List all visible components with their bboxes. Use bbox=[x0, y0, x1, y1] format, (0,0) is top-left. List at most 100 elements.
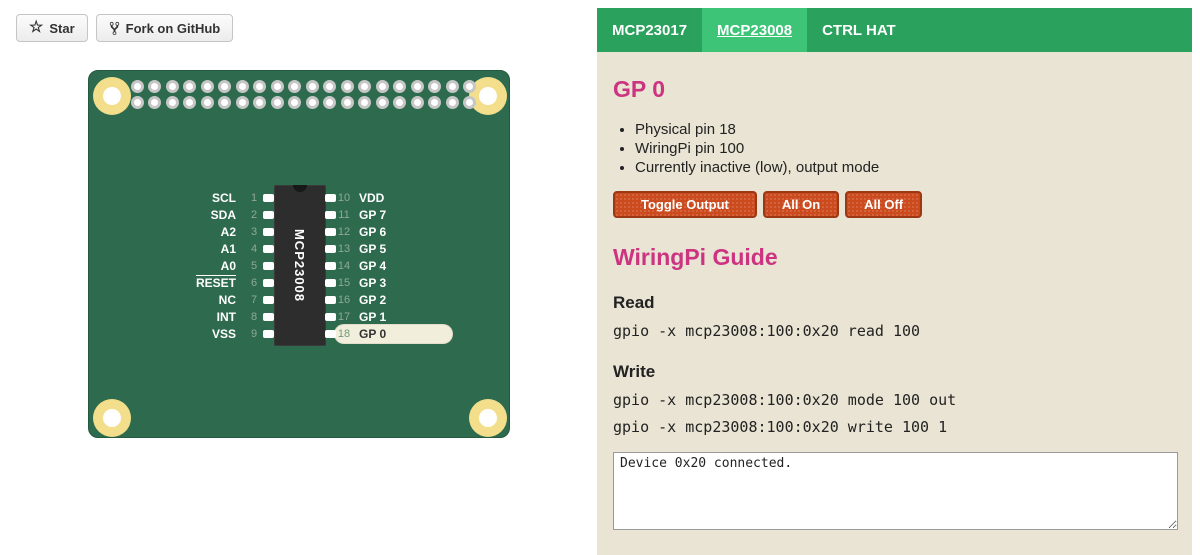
tab-bar: MCP23017 MCP23008 CTRL HAT bbox=[597, 8, 1192, 52]
pin-number-18: 18 bbox=[337, 328, 351, 340]
pin-number-17: 17 bbox=[337, 311, 351, 323]
pin-label-gp7[interactable]: GP 7 bbox=[359, 208, 387, 222]
read-heading: Read bbox=[613, 293, 655, 312]
github-widget: ☆ Star Fork on GitHub bbox=[16, 14, 234, 42]
header-hole bbox=[375, 95, 389, 109]
header-hole bbox=[270, 79, 284, 93]
pin-info-item: Physical pin 18 bbox=[635, 121, 1176, 139]
pin-stub-14 bbox=[325, 262, 336, 270]
header-hole bbox=[358, 95, 371, 109]
pin-number-8: 8 bbox=[250, 311, 258, 323]
pin-info-list: Physical pin 18WiringPi pin 100Currently… bbox=[613, 121, 1176, 177]
mcp23008-chip: MCP23008 bbox=[274, 185, 326, 346]
header-hole bbox=[148, 79, 161, 93]
star-button[interactable]: ☆ Star bbox=[16, 14, 88, 42]
tab-mcp23008[interactable]: MCP23008 bbox=[702, 8, 808, 52]
header-hole bbox=[253, 95, 266, 109]
read-commands: gpio -x mcp23008:100:0x20 read 100 bbox=[613, 322, 1176, 340]
read-command: gpio -x mcp23008:100:0x20 read 100 bbox=[613, 322, 921, 340]
header-hole bbox=[393, 79, 406, 93]
console-output[interactable]: Device 0x20 connected. bbox=[613, 452, 1178, 530]
header-hole bbox=[410, 95, 424, 109]
header-hole bbox=[463, 79, 476, 93]
fork-button[interactable]: Fork on GitHub bbox=[95, 14, 234, 42]
header-hole bbox=[428, 95, 441, 109]
pin-label-int: INT bbox=[216, 310, 236, 324]
pin-number-14: 14 bbox=[337, 260, 351, 272]
header-hole bbox=[340, 79, 354, 93]
header-hole bbox=[270, 95, 284, 109]
mount-hole-bottom-left bbox=[93, 399, 131, 437]
fork-button-label: Fork on GitHub bbox=[125, 20, 221, 36]
header-hole bbox=[183, 79, 196, 93]
pin-actions: Toggle Output All On All Off bbox=[613, 191, 1176, 218]
header-hole bbox=[323, 79, 336, 93]
pin-label-vdd: VDD bbox=[359, 191, 385, 205]
pin-label-gp1[interactable]: GP 1 bbox=[359, 310, 387, 324]
pin-number-13: 13 bbox=[337, 243, 351, 255]
header-hole bbox=[305, 79, 319, 93]
header-hole bbox=[445, 95, 459, 109]
pin-title: GP 0 bbox=[613, 76, 665, 102]
pin-label-gp5[interactable]: GP 5 bbox=[359, 242, 387, 256]
header-hole bbox=[200, 79, 214, 93]
header-hole bbox=[218, 95, 231, 109]
pin-label-gp6[interactable]: GP 6 bbox=[359, 225, 387, 239]
pin-number-11: 11 bbox=[338, 209, 350, 221]
write-command: gpio -x mcp23008:100:0x20 mode 100 out bbox=[613, 391, 957, 409]
pin-number-5: 5 bbox=[250, 260, 258, 272]
pin-number-1: 1 bbox=[250, 192, 258, 204]
star-icon: ☆ bbox=[29, 19, 44, 36]
tab-ctrl-hat[interactable]: CTRL HAT bbox=[822, 21, 896, 39]
pin-number-3: 3 bbox=[250, 226, 258, 238]
pin-number-16: 16 bbox=[337, 294, 351, 306]
tab-mcp23017[interactable]: MCP23017 bbox=[612, 21, 688, 39]
pin-label-vss: VSS bbox=[211, 327, 236, 341]
mount-hole-top-right bbox=[469, 77, 507, 115]
header-hole bbox=[393, 95, 406, 109]
pin-stub-13 bbox=[325, 245, 336, 253]
guide-title: WiringPi Guide bbox=[613, 244, 778, 270]
header-hole bbox=[165, 79, 179, 93]
all-off-button[interactable]: All Off bbox=[845, 191, 923, 218]
toggle-output-button[interactable]: Toggle Output bbox=[613, 191, 757, 218]
pin-info-item: WiringPi pin 100 bbox=[635, 140, 1176, 158]
header-hole bbox=[183, 95, 196, 109]
header-hole bbox=[463, 95, 476, 109]
star-button-label: Star bbox=[49, 20, 75, 36]
pin-stub-15 bbox=[325, 279, 336, 287]
pin-stub-3 bbox=[263, 228, 274, 236]
write-heading: Write bbox=[613, 362, 656, 381]
all-on-button[interactable]: All On bbox=[762, 191, 840, 218]
pin-label-gp4[interactable]: GP 4 bbox=[359, 259, 387, 273]
pin-stub-16 bbox=[325, 296, 336, 304]
pin-info-item: Currently inactive (low), output mode bbox=[635, 159, 1176, 177]
pin-label-scl: SCL bbox=[212, 191, 236, 205]
header-hole bbox=[235, 79, 249, 93]
pin-stub-12 bbox=[325, 228, 336, 236]
header-hole bbox=[200, 95, 214, 109]
pin-label-a0: A0 bbox=[220, 259, 236, 273]
header-hole bbox=[340, 95, 354, 109]
selected-pin-highlight[interactable] bbox=[335, 325, 452, 343]
header-hole bbox=[253, 79, 266, 93]
pin-stub-4 bbox=[263, 245, 274, 253]
pin-label-gp0[interactable]: GP 0 bbox=[359, 327, 387, 341]
panel-content: GP 0 Physical pin 18WiringPi pin 100Curr… bbox=[597, 52, 1192, 555]
pin-label-gp2[interactable]: GP 2 bbox=[359, 293, 387, 307]
header-hole bbox=[323, 95, 336, 109]
pin-stub-1 bbox=[263, 194, 274, 202]
pin-label-gp3[interactable]: GP 3 bbox=[359, 276, 387, 290]
header-hole bbox=[375, 79, 389, 93]
header-hole bbox=[305, 95, 319, 109]
pin-stub-2 bbox=[263, 211, 274, 219]
pin-stub-8 bbox=[263, 313, 274, 321]
header-hole bbox=[130, 79, 144, 93]
pin-number-15: 15 bbox=[337, 277, 351, 289]
pin-number-10: 10 bbox=[337, 192, 351, 204]
pin-number-4: 4 bbox=[250, 243, 258, 255]
pin-label-sda: SDA bbox=[210, 208, 236, 222]
